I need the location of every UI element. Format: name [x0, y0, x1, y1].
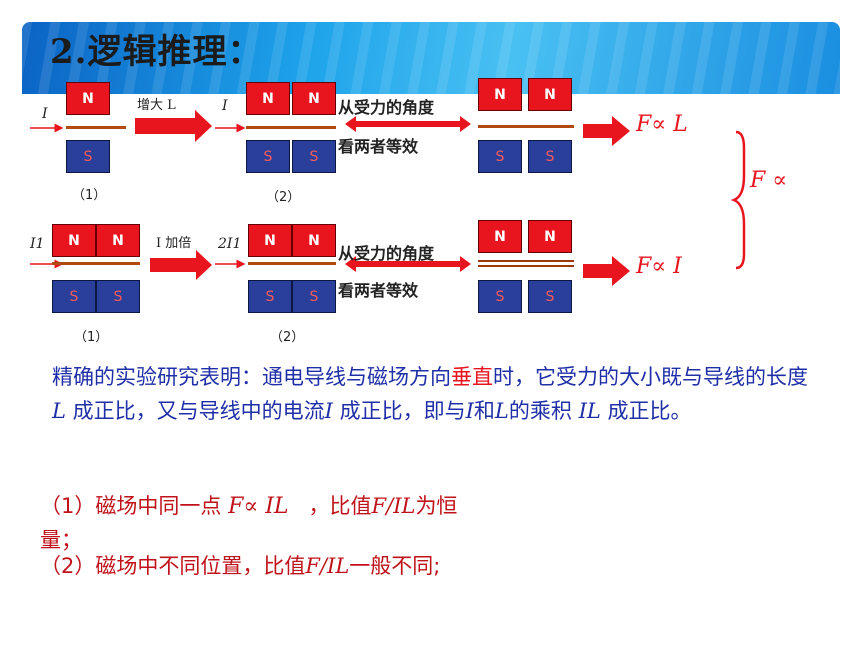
magnet-north: N: [52, 224, 96, 257]
current-label: I1: [30, 236, 45, 252]
magnet-north: N: [478, 220, 522, 253]
text: （1）磁场中同一点: [40, 494, 222, 518]
magnet-south: S: [66, 140, 110, 173]
wire: [478, 260, 574, 262]
caption: （2）: [266, 190, 301, 205]
magnet-south: S: [248, 280, 292, 313]
magnet-north: N: [478, 78, 522, 111]
symbol: IL: [578, 399, 601, 423]
big-arrow: [135, 110, 212, 142]
text: （2）磁场中不同位置，比值: [40, 554, 306, 578]
magnet-south: S: [292, 140, 336, 173]
magnet-south: S: [478, 140, 522, 173]
magnet-south: S: [52, 280, 96, 313]
equiv-text: 从受力的角度: [338, 244, 435, 263]
magnet-north: N: [96, 224, 140, 257]
symbol: L: [52, 399, 66, 423]
text: 成正比，即与: [332, 399, 466, 423]
magnet-south: S: [528, 140, 572, 173]
title-banner: [22, 22, 840, 94]
text: 一般不同;: [349, 554, 441, 578]
page-title: 2.逻辑推理：: [50, 32, 263, 72]
double-arrow: [345, 116, 471, 132]
equiv-text: 看两者等效: [338, 281, 419, 300]
symbol: L: [494, 399, 509, 423]
magnet-south: S: [96, 280, 140, 313]
magnet-north: N: [528, 78, 572, 111]
conclusion-2: （2）磁场中不同位置，比值F/IL一般不同;: [40, 550, 440, 580]
result-arrow: [583, 256, 630, 286]
equiv-text: 看两者等效: [338, 137, 419, 156]
ratio: F/IL: [305, 554, 350, 578]
equiv-text: 从受力的角度: [338, 98, 435, 117]
wire: [478, 265, 574, 267]
text: 和: [473, 399, 495, 423]
conclusion-1-wrap: 量；: [40, 528, 82, 552]
highlight-text: 垂直: [451, 365, 493, 389]
wire: [66, 126, 126, 129]
current-label: 2I1: [218, 236, 242, 252]
text: 时，它受力的大小既与导线的长度: [493, 365, 808, 389]
step-label: 增大 L: [137, 98, 176, 113]
symbol: I: [324, 399, 333, 423]
caption: （1）: [74, 330, 109, 345]
caption: （1）: [72, 188, 107, 203]
ratio: F/IL: [371, 494, 416, 518]
text: 的乘积: [508, 399, 579, 423]
result-formula: F∝ L: [636, 112, 688, 137]
current-label: I: [222, 98, 228, 114]
magnet-north: N: [528, 220, 572, 253]
text: 为恒: [415, 494, 458, 518]
formula: F∝ IL: [228, 494, 289, 519]
text: 成正比。: [600, 399, 692, 423]
magnet-south: S: [292, 280, 336, 313]
brace: [730, 130, 746, 270]
current-label: I: [42, 106, 48, 122]
result-arrow: [583, 116, 630, 146]
magnet-north: N: [292, 82, 336, 115]
wire: [248, 262, 336, 265]
wire: [52, 262, 140, 265]
text: 精确的实验研究表明：通电导线与磁场方向: [52, 365, 451, 389]
text: ，比值: [308, 494, 372, 518]
conclusion-1: （1）磁场中同一点 F∝ IL ，比值F/IL为恒: [40, 490, 457, 520]
result-formula: F∝ I: [636, 254, 682, 279]
magnet-north: N: [292, 224, 336, 257]
symbol: I: [465, 399, 474, 423]
explanation-paragraph: 精确的实验研究表明：通电导线与磁场方向垂直时，它受力的大小既与导线的长度 L 成正…: [52, 360, 812, 428]
wire: [478, 125, 574, 128]
magnet-south: S: [528, 280, 572, 313]
step-label: I 加倍: [156, 236, 192, 251]
double-arrow: [345, 256, 471, 272]
caption: （2）: [270, 330, 305, 345]
combined-formula: F ∝: [750, 168, 788, 193]
magnet-north: N: [246, 82, 290, 115]
big-arrow: [150, 250, 212, 280]
magnet-south: S: [246, 140, 290, 173]
magnet-north: N: [248, 224, 292, 257]
text: 成正比，又与导线中的电流: [65, 399, 325, 423]
wire: [246, 126, 336, 129]
magnet-south: S: [478, 280, 522, 313]
magnet-north: N: [66, 82, 110, 115]
